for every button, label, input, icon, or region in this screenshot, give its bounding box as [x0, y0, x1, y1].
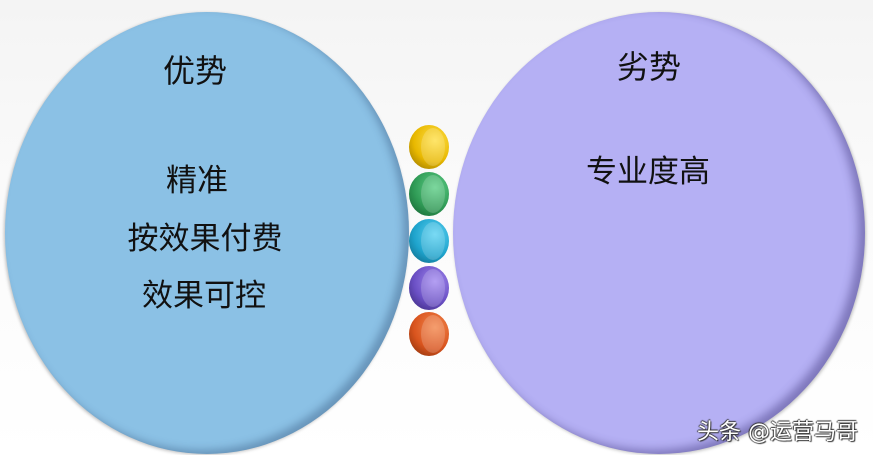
disadvantage-item: 专业度高	[586, 154, 710, 190]
disadvantages-title: 劣势	[616, 48, 682, 86]
advantages-title: 优势	[162, 52, 228, 90]
purple-sphere-icon	[409, 266, 449, 310]
advantage-item: 按效果付费	[127, 221, 283, 257]
cyan-sphere-icon	[409, 219, 449, 263]
orange-sphere-icon	[409, 312, 449, 356]
advantage-item: 效果可控	[142, 278, 266, 314]
disadvantages-circle	[453, 12, 865, 454]
watermark: 头条 @运营马哥	[697, 420, 858, 445]
green-sphere-icon	[409, 172, 449, 216]
advantage-item: 精准	[166, 163, 228, 199]
yellow-sphere-icon	[409, 125, 449, 169]
advantages-circle	[5, 12, 409, 454]
